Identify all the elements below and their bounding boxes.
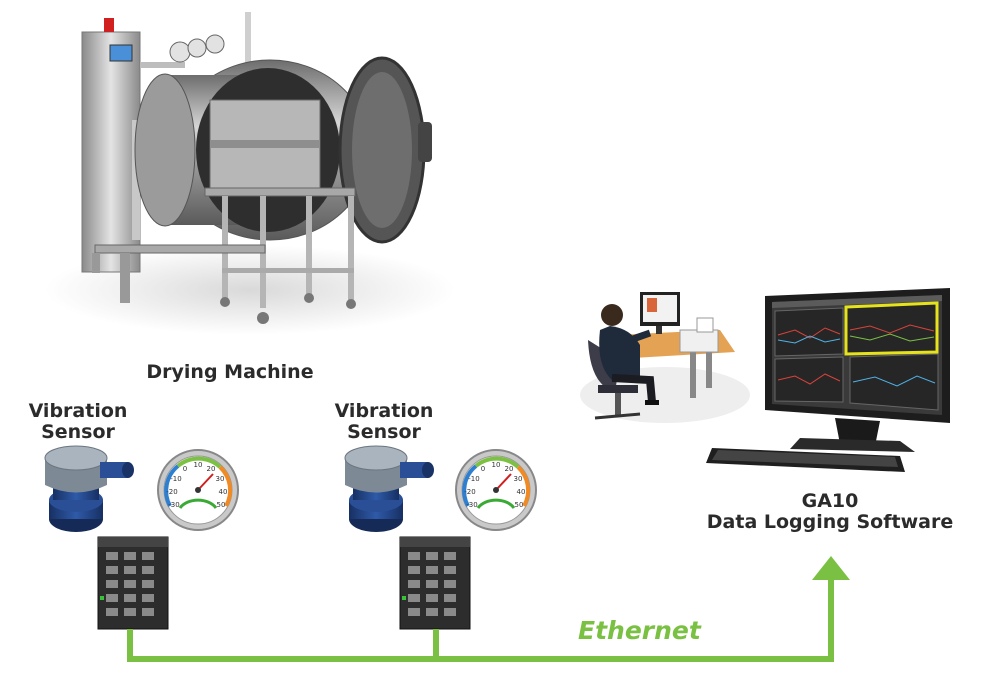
ethernet-network-line [127, 578, 834, 662]
sensor1-label: Vibration Sensor [18, 401, 138, 443]
gauge2-tick: -20 [464, 488, 475, 496]
arrow-up-icon [812, 556, 850, 580]
io-module-icon [399, 536, 471, 630]
thermometer-gauge-icon: -30 -20 -10 0 10 20 30 40 50 [157, 449, 239, 531]
office-worker-icon [580, 292, 750, 423]
gauge1-tick: -20 [166, 488, 177, 496]
gauge1-tick: 40 [219, 488, 228, 496]
sensor2-label-line2: Sensor [347, 421, 421, 443]
gauge2-tick: -30 [466, 501, 477, 509]
gauge1-tick: -30 [168, 501, 179, 509]
sensor1-label-line1: Vibration [28, 400, 128, 422]
vibration-sensor-icon [344, 445, 434, 532]
vibration-sensor-icon [44, 445, 134, 532]
gauge2-tick: 10 [492, 461, 501, 469]
monitor-icon [765, 288, 950, 452]
gauge2-tick: 0 [481, 465, 485, 473]
sensor2-label-line1: Vibration [334, 400, 434, 422]
ethernet-label: Ethernet [578, 616, 701, 645]
software-label-line2: Data Logging Software [706, 511, 954, 533]
gauge2-tick: -10 [468, 475, 479, 483]
gauge1-tick: -10 [170, 475, 181, 483]
drying-machine-icon [45, 12, 455, 335]
thermometer-gauge-icon: -30 -20 -10 0 10 20 30 40 50 [455, 449, 537, 531]
gauge1-tick: 10 [194, 461, 203, 469]
gauge1-tick: 50 [217, 501, 226, 509]
drying-machine-label: Drying Machine [146, 361, 314, 383]
keyboard-icon [706, 448, 905, 472]
gauge2-tick: 20 [505, 465, 514, 473]
io-module-icon [97, 536, 169, 630]
gauge1-tick: 20 [207, 465, 216, 473]
gauge1-tick: 30 [216, 475, 225, 483]
software-label-line1: GA10 [801, 490, 859, 512]
sensor2-label: Vibration Sensor [324, 401, 444, 443]
gauge1-tick: 0 [183, 465, 187, 473]
gauge2-tick: 40 [517, 488, 526, 496]
gauge2-tick: 50 [515, 501, 524, 509]
sensor1-label-line2: Sensor [41, 421, 115, 443]
gauge2-tick: 30 [514, 475, 523, 483]
software-label: GA10 Data Logging Software [700, 491, 960, 533]
